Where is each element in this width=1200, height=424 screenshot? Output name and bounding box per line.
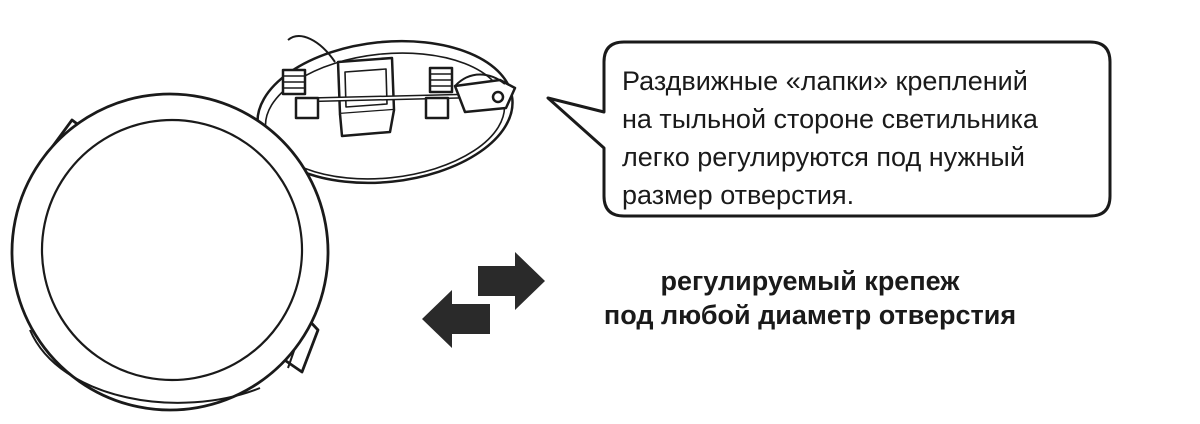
caption: регулируемый крепеж под любой диаметр от… xyxy=(540,264,1080,332)
mounting-tab xyxy=(453,73,517,114)
adjust-arrows-icon xyxy=(422,252,545,348)
spring-clip-right xyxy=(424,66,454,120)
caption-line-1: регулируемый крепеж xyxy=(660,266,960,296)
callout-bubble xyxy=(546,40,1112,218)
arrow-left-icon xyxy=(422,290,490,348)
fixture-front-view xyxy=(10,92,330,412)
callout-text: Раздвижные «лапки» креплений на тыльной … xyxy=(622,62,1092,214)
callout-line: на тыльной стороне светильника xyxy=(622,104,1038,134)
caption-line-2: под любой диаметр отверстия xyxy=(603,300,1017,330)
callout-line: легко регулируются под нужный xyxy=(622,142,1025,172)
spring-clip-left xyxy=(281,68,320,120)
arrow-right-icon xyxy=(478,252,545,310)
fixture-back-view xyxy=(256,35,517,185)
callout-line: размер отверстия. xyxy=(622,180,855,210)
callout-line: Раздвижные «лапки» креплений xyxy=(622,66,1028,96)
